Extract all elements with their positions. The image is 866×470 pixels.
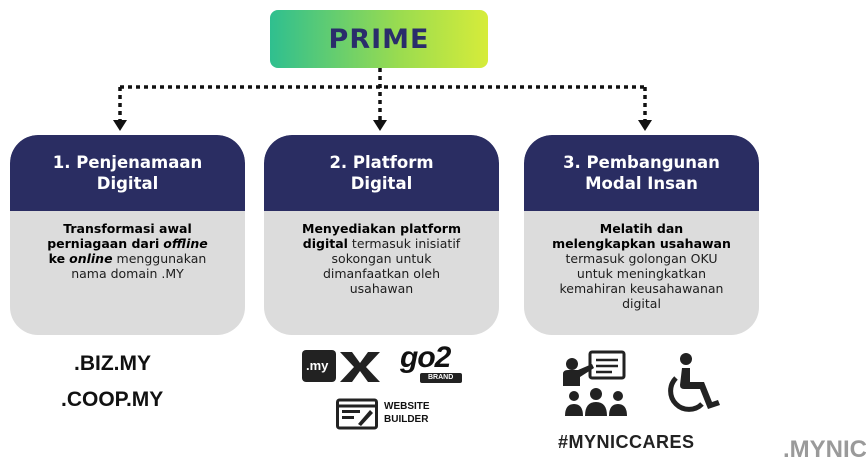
- mynic-brand: .MYNIC: [783, 436, 866, 463]
- teaching-icon: [563, 350, 627, 416]
- card-3-heading: 3. Pembangunan Modal Insan: [524, 135, 759, 211]
- prime-title: PRIME: [328, 23, 430, 55]
- wheelchair-icon: [668, 353, 720, 412]
- go2-brand-logo: go2 BRAND: [398, 341, 476, 385]
- go2-brand-sub: BRAND: [428, 374, 454, 381]
- website-builder-icon: [336, 398, 378, 430]
- website-builder-logo: WEBSITE BUILDER: [336, 398, 446, 430]
- website-builder-l2: BUILDER: [384, 414, 429, 425]
- prime-title-box: PRIME: [270, 10, 488, 68]
- card-digital-platform: 2. Platform Digital Menyediakan platform…: [264, 135, 499, 335]
- domain-coop-my: .COOP.MY: [61, 388, 164, 411]
- card-2-body: Menyediakan platform digital termasuk in…: [302, 221, 461, 296]
- arrowhead-left: [113, 120, 127, 131]
- arrowhead-right: [638, 120, 652, 131]
- card-3-body: Melatih dan melengkapkan usahawan termas…: [552, 221, 731, 311]
- go2-text: go2: [400, 341, 451, 374]
- mydx-logo: .my: [302, 346, 380, 386]
- card-1-body: Transformasi awal perniagaan dari offlin…: [47, 221, 208, 281]
- card-digital-branding: 1. Penjenamaan Digital Transformasi awal…: [10, 135, 245, 335]
- card-1-heading: 1. Penjenamaan Digital: [10, 135, 245, 211]
- arrowhead-center: [373, 120, 387, 131]
- card-human-capital: 3. Pembangunan Modal Insan Melatih dan m…: [524, 135, 759, 335]
- card-2-heading: 2. Platform Digital: [264, 135, 499, 211]
- mydx-my-text: .my: [306, 358, 329, 373]
- website-builder-l1: WEBSITE: [384, 401, 430, 412]
- domain-biz-my: .BIZ.MY: [74, 352, 151, 375]
- hashtag-myniccares: #MYNICCARES: [558, 432, 695, 452]
